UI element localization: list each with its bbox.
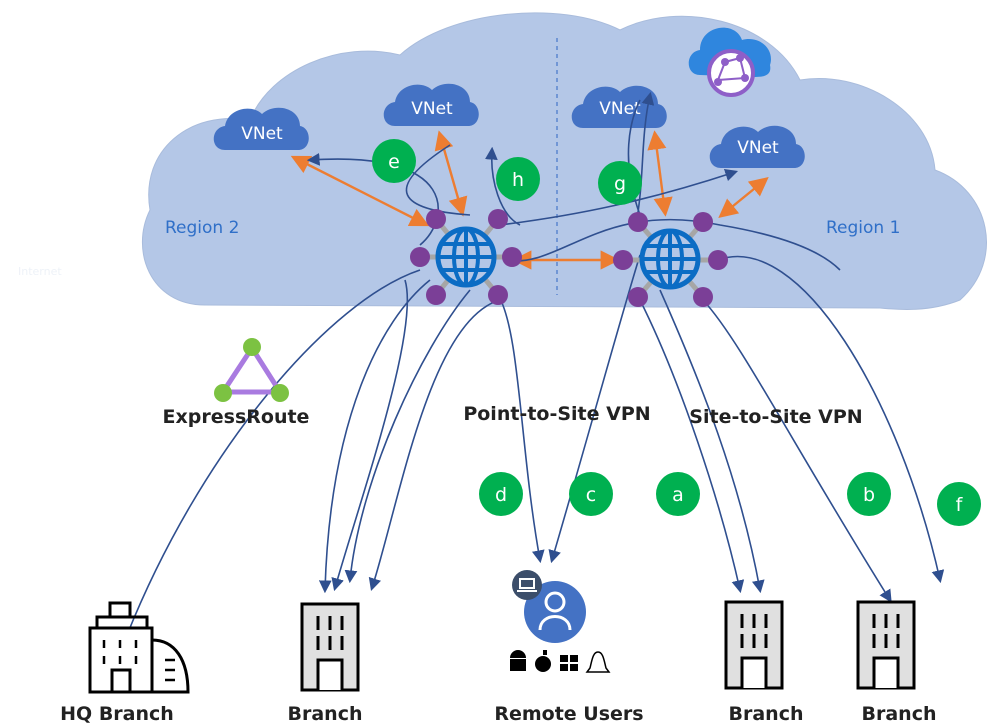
badge-f: f <box>937 482 981 526</box>
branch-label-3: Branch <box>862 703 937 725</box>
svg-text:a: a <box>672 484 684 506</box>
vnet-region2-a[interactable]: VNet <box>213 107 309 150</box>
badge-h: h <box>496 157 540 201</box>
branch-label-2: Branch <box>729 703 804 725</box>
svg-text:VNet: VNet <box>411 99 453 119</box>
remote-user-icon <box>512 570 586 643</box>
branch-building-icon <box>300 602 360 692</box>
badge-e: e <box>372 139 416 183</box>
svg-text:h: h <box>512 169 524 191</box>
android-icon <box>510 650 526 671</box>
svg-text:c: c <box>586 484 596 506</box>
vnet-hub-connections <box>290 130 769 270</box>
internet-label: Internet <box>18 265 62 278</box>
badge-b: b <box>847 472 891 516</box>
region-2-label: Region 2 <box>165 218 239 238</box>
svg-text:b: b <box>863 484 875 506</box>
svg-text:VNet: VNet <box>241 124 283 144</box>
traffic-flows <box>122 91 945 643</box>
branch-building-icon <box>724 600 784 690</box>
svg-text:d: d <box>495 484 507 506</box>
expressroute-label: ExpressRoute <box>163 406 310 428</box>
expressroute-icon <box>214 338 289 402</box>
apple-icon <box>535 650 551 672</box>
svg-text:f: f <box>956 494 964 516</box>
os-icons <box>510 650 611 673</box>
svg-text:g: g <box>614 173 626 195</box>
branch-label-1: Branch <box>288 703 363 725</box>
badge-a: a <box>656 472 700 516</box>
azure-cloud <box>141 12 987 311</box>
globe-icon <box>642 229 698 289</box>
hq-building-icon <box>88 601 190 694</box>
virtual-wan-icon <box>688 27 771 97</box>
hq-branch-label: HQ Branch <box>60 703 174 725</box>
linux-icon <box>585 651 611 673</box>
hub-region2[interactable] <box>410 209 522 305</box>
windows-icon <box>560 655 578 671</box>
p2s-vpn-label: Point-to-Site VPN <box>463 403 650 425</box>
vnet-region2-b[interactable]: VNet <box>383 83 479 126</box>
svg-text:e: e <box>388 151 400 173</box>
branch-building-icon <box>856 600 916 690</box>
svg-text:VNet: VNet <box>599 99 641 119</box>
laptop-icon <box>517 578 537 592</box>
badge-c: c <box>569 472 613 516</box>
region-1-label: Region 1 <box>826 218 900 238</box>
svg-text:VNet: VNet <box>737 138 779 158</box>
globe-icon <box>438 227 494 287</box>
remote-users-label: Remote Users <box>494 703 643 725</box>
badge-d: d <box>479 472 523 516</box>
hub-region1[interactable] <box>613 212 728 307</box>
badge-g: g <box>598 161 642 205</box>
vnet-region1-b[interactable]: VNet <box>709 125 805 168</box>
s2s-vpn-label: Site-to-Site VPN <box>689 406 862 428</box>
